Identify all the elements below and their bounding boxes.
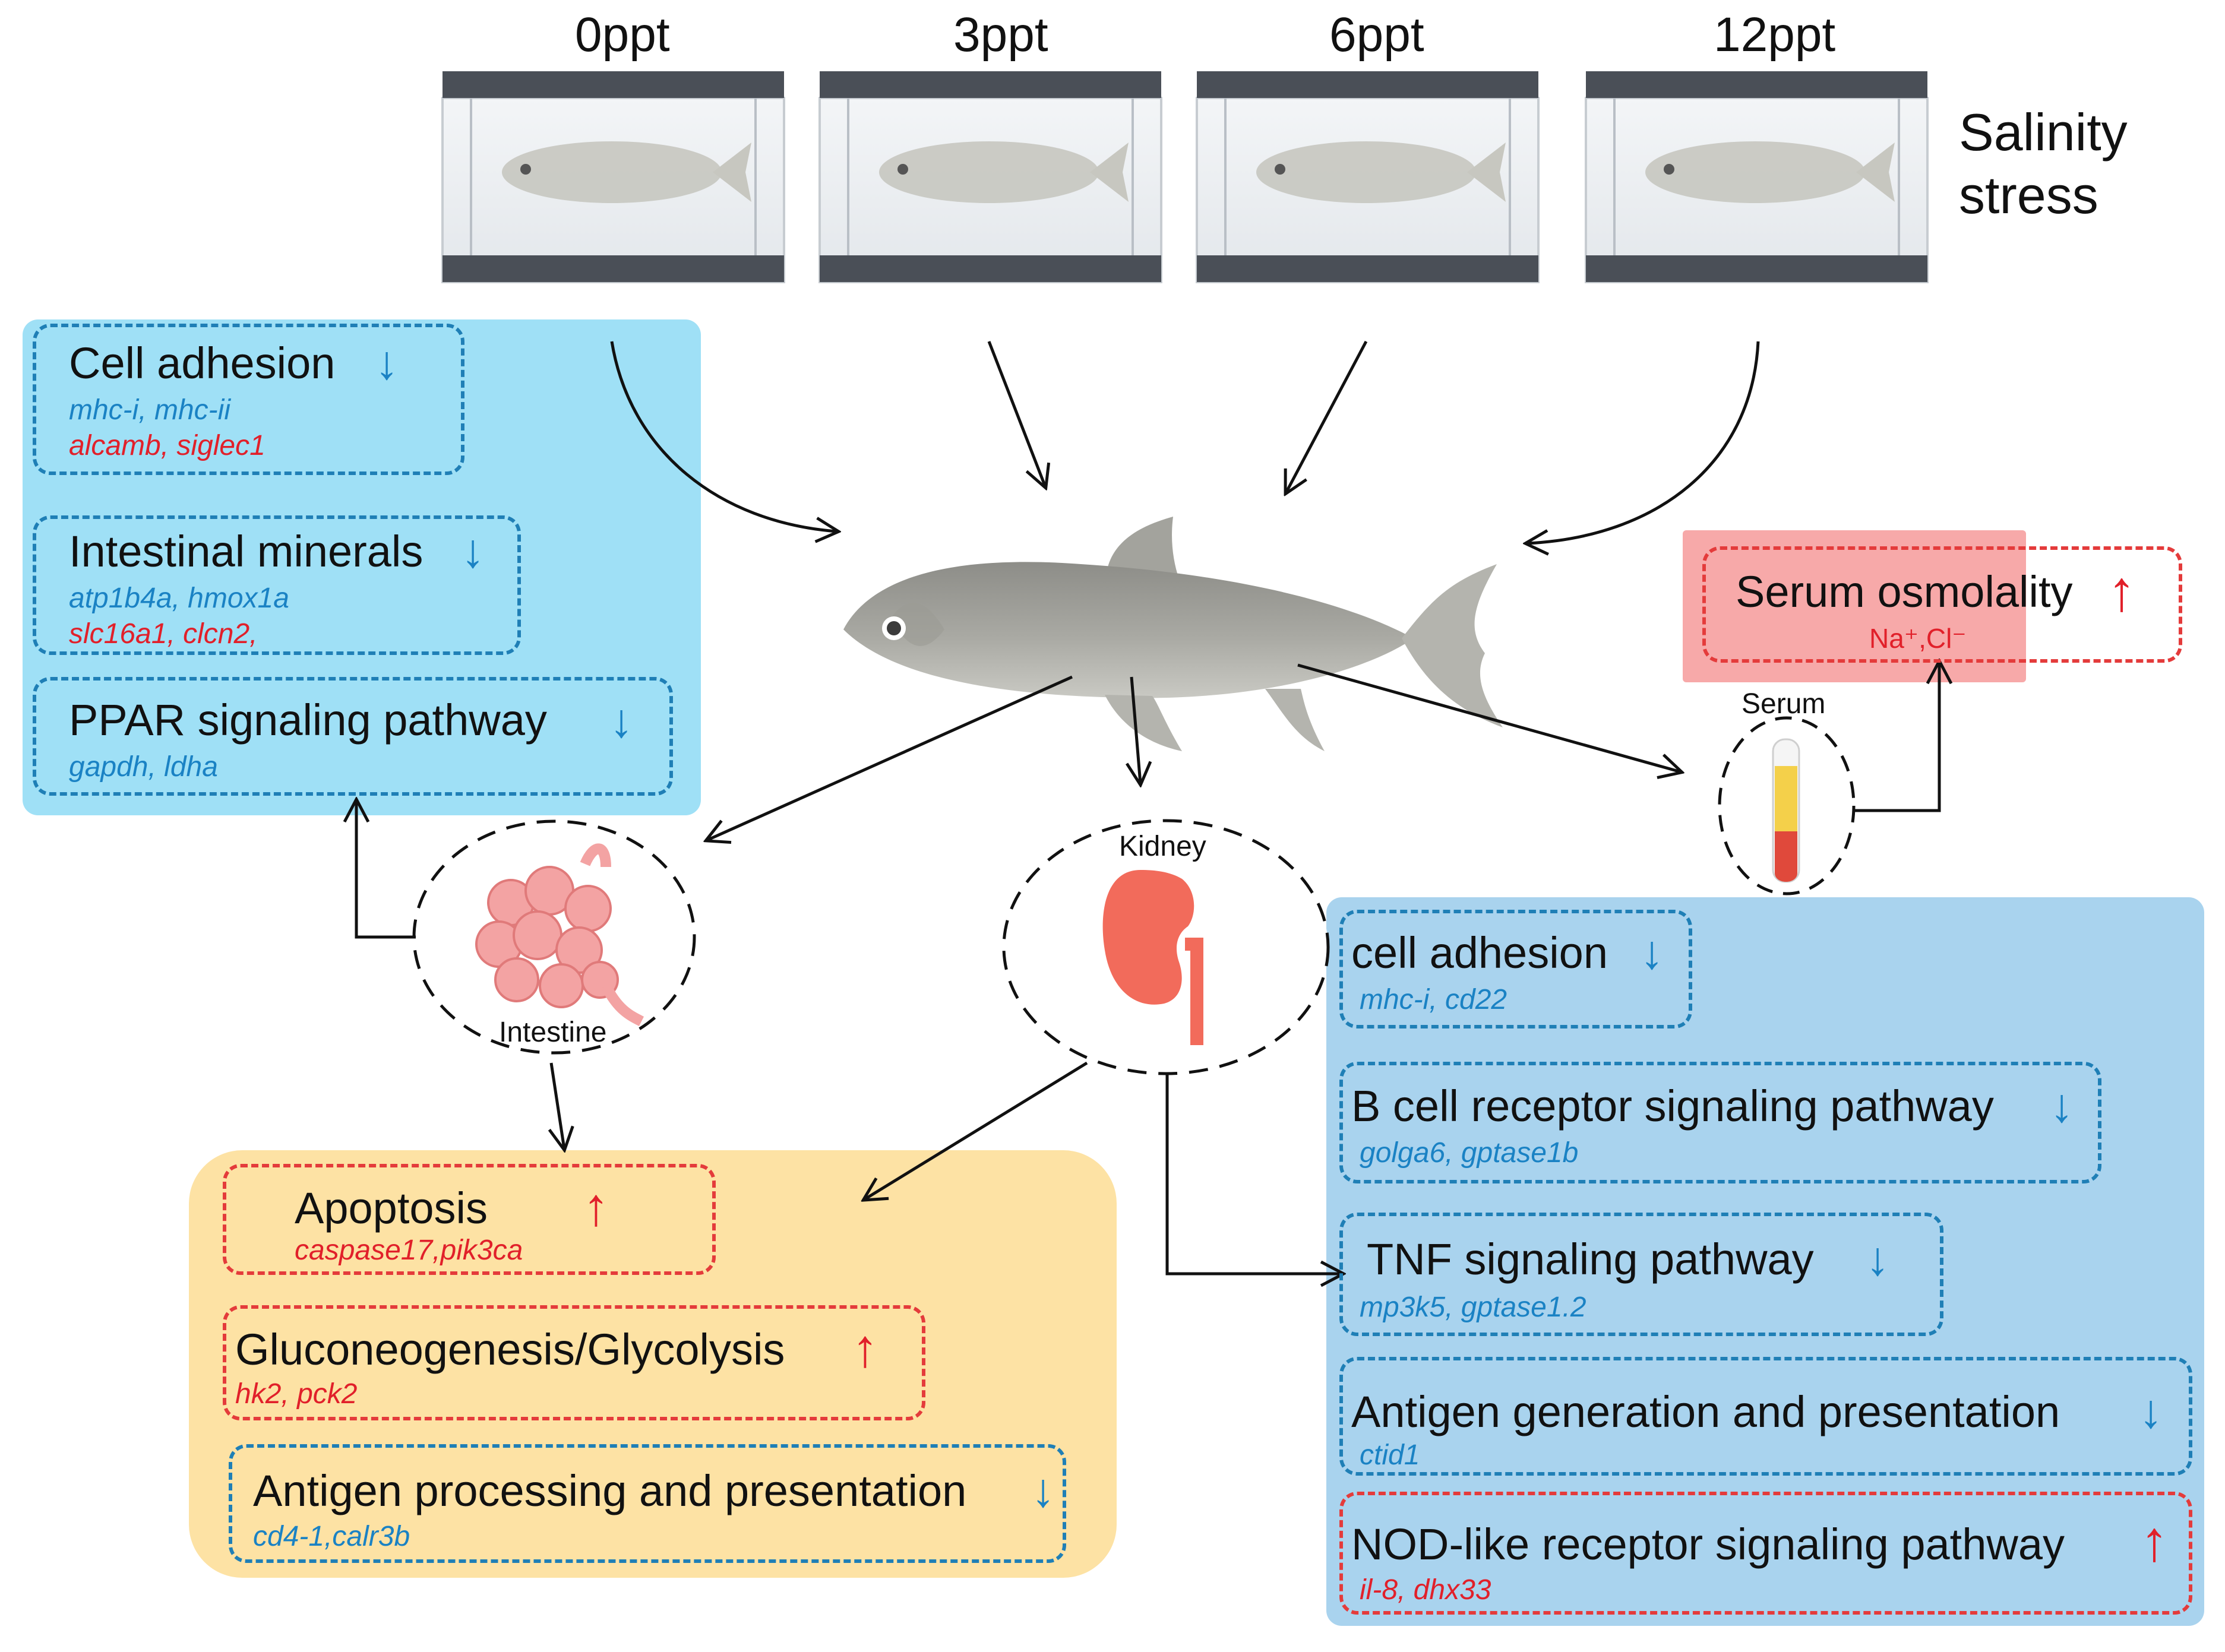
box-title: Serum osmolality bbox=[1736, 567, 2073, 616]
up-arrow-icon: ↑ bbox=[852, 1319, 878, 1378]
arrow-serum-to-osmolality bbox=[1854, 662, 1939, 812]
box-title: NOD-like receptor signaling pathway bbox=[1351, 1520, 2065, 1569]
gene-list: mp3k5, gptase1.2 bbox=[1360, 1292, 1586, 1323]
gene-list: cd4-1,calr3b bbox=[253, 1521, 410, 1552]
box-title: PPAR signaling pathway bbox=[69, 695, 547, 745]
arrow-intestine-to-panel bbox=[356, 800, 416, 939]
gene-list: il-8, dhx33 bbox=[1360, 1574, 1491, 1606]
intestine-organ bbox=[412, 819, 696, 1055]
down-arrow-icon: ↓ bbox=[1640, 926, 1664, 979]
gene-list-red: alcamb, siglec1 bbox=[69, 430, 266, 461]
intestine-label: Intestine bbox=[499, 1017, 607, 1048]
salinity-label-6ppt: 6ppt bbox=[1329, 8, 1424, 62]
arrow-3ppt-to-fish bbox=[987, 341, 1045, 487]
arrow-6ppt-to-fish bbox=[1286, 340, 1368, 493]
antigen-generation-box: Antigen generation and presentation ↓ ct… bbox=[1339, 1357, 2192, 1476]
tank-6ppt bbox=[1196, 71, 1540, 283]
arrow-kidney-to-shared bbox=[864, 1061, 1088, 1200]
intestine-panel bbox=[23, 319, 701, 815]
tank-3ppt bbox=[818, 71, 1162, 283]
box-title: TNF signaling pathway bbox=[1367, 1235, 1814, 1284]
down-arrow-icon: ↓ bbox=[1031, 1464, 1055, 1517]
salinity-label-12ppt: 12ppt bbox=[1714, 8, 1836, 62]
intestine-cell-adhesion-box: Cell adhesion ↓ mhc-i, mhc-ii alcamb, si… bbox=[33, 324, 464, 475]
gene-list: hk2, pck2 bbox=[235, 1378, 358, 1410]
gene-list: ctid1 bbox=[1360, 1439, 1420, 1471]
kidney-cell-adhesion-box: cell adhesion ↓ mhc-i, cd22 bbox=[1339, 910, 1692, 1028]
box-title: B cell receptor signaling pathway bbox=[1351, 1081, 1994, 1131]
down-arrow-icon: ↓ bbox=[2139, 1385, 2163, 1438]
serum-osmolality-box: Serum osmolality ↑ Na⁺,Cl⁻ bbox=[1702, 546, 2182, 663]
serum-label: Serum bbox=[1742, 688, 1826, 720]
up-arrow-icon: ↑ bbox=[2107, 559, 2136, 623]
gene-list: caspase17,pik3ca bbox=[295, 1235, 523, 1266]
gluconeogenesis-glycolysis-box: Gluconeogenesis/Glycolysis ↑ hk2, pck2 bbox=[223, 1305, 925, 1420]
kidney-organ bbox=[1002, 819, 1330, 1075]
gene-list-blue: gapdh, ldha bbox=[69, 751, 218, 783]
arrow-fish-to-serum bbox=[1297, 663, 1681, 772]
arrow-intestine-to-shared bbox=[551, 1062, 564, 1149]
intestinal-minerals-box: Intestinal minerals ↓ atp1b4a, hmox1a sl… bbox=[33, 515, 521, 655]
box-title: Cell adhesion bbox=[69, 338, 336, 388]
gene-list-blue: mhc-i, mhc-ii bbox=[69, 394, 230, 426]
up-arrow-icon: ↑ bbox=[583, 1178, 609, 1237]
salinity-stress-label: Salinity stress bbox=[1959, 103, 2128, 224]
gene-list: mhc-i, cd22 bbox=[1360, 984, 1507, 1015]
apoptosis-box: Apoptosis ↑ caspase17,pik3ca bbox=[223, 1164, 716, 1275]
serum-panel bbox=[1683, 530, 2026, 682]
salinity-label-0ppt: 0ppt bbox=[575, 8, 670, 62]
box-title: Antigen processing and presentation bbox=[253, 1466, 967, 1515]
down-arrow-icon: ↓ bbox=[461, 524, 485, 577]
down-arrow-icon: ↓ bbox=[2050, 1079, 2074, 1132]
tank-12ppt bbox=[1585, 71, 1929, 283]
salinity-label-3ppt: 3ppt bbox=[953, 8, 1048, 62]
box-title: Antigen generation and presentation bbox=[1351, 1387, 2060, 1436]
tnf-signaling-box: TNF signaling pathway ↓ mp3k5, gptase1.2 bbox=[1339, 1213, 1943, 1336]
nod-like-receptor-box: NOD-like receptor signaling pathway ↑ il… bbox=[1339, 1492, 2192, 1615]
kidney-panel bbox=[1326, 897, 2204, 1626]
box-title: Gluconeogenesis/Glycolysis bbox=[235, 1325, 785, 1374]
box-title: Apoptosis bbox=[295, 1183, 488, 1233]
gene-list-blue: atp1b4a, hmox1a bbox=[69, 583, 289, 614]
down-arrow-icon: ↓ bbox=[375, 336, 399, 389]
grass-carp-fish bbox=[843, 517, 1503, 751]
antigen-processing-box: Antigen processing and presentation ↓ cd… bbox=[229, 1444, 1066, 1563]
arrow-0ppt-to-fish bbox=[610, 341, 837, 531]
shared-panel bbox=[189, 1150, 1117, 1578]
down-arrow-icon: ↓ bbox=[1866, 1232, 1889, 1285]
b-cell-receptor-box: B cell receptor signaling pathway ↓ golg… bbox=[1339, 1062, 2101, 1183]
down-arrow-icon: ↓ bbox=[609, 694, 633, 747]
up-arrow-icon: ↑ bbox=[2140, 1509, 2169, 1573]
gene-list-red: slc16a1, clcn2, bbox=[69, 618, 258, 650]
gene-list: golga6, gptase1b bbox=[1360, 1137, 1579, 1169]
ion-list: Na⁺,Cl⁻ bbox=[1869, 623, 1967, 654]
arrow-kidney-to-tnf bbox=[1165, 1075, 1342, 1274]
arrow-12ppt-to-fish bbox=[1526, 341, 1760, 543]
ppar-signaling-box: PPAR signaling pathway ↓ gapdh, ldha bbox=[33, 677, 673, 796]
kidney-label: Kidney bbox=[1119, 831, 1206, 862]
arrow-fish-to-kidney bbox=[1132, 676, 1140, 784]
serum-tube bbox=[1718, 716, 1856, 895]
box-title: Intestinal minerals bbox=[69, 527, 423, 576]
arrow-fish-to-intestine bbox=[707, 675, 1073, 840]
box-title: cell adhesion bbox=[1351, 928, 1608, 977]
tank-0ppt bbox=[441, 71, 785, 283]
